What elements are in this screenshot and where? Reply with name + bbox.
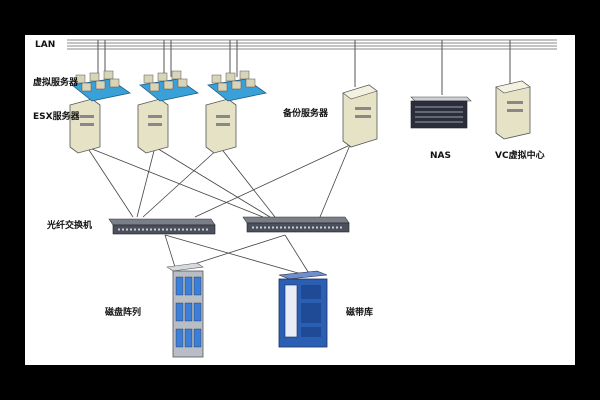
nas-label: NAS xyxy=(430,151,451,161)
tape-library-label: 磁带库 xyxy=(346,306,373,318)
esx-server-group xyxy=(69,70,131,154)
vc-center-label: VC虚拟中心 xyxy=(495,149,545,161)
esx-server-group xyxy=(137,70,199,154)
vm-server-label: 虚拟服务器 xyxy=(33,76,79,88)
vc-center-server xyxy=(495,80,531,140)
disk-array xyxy=(166,262,204,358)
diagram-svg: LAN 虚拟服务器 ESX服务器 备份服务器 xyxy=(33,39,557,358)
lan-label: LAN xyxy=(35,40,55,50)
disk-slot xyxy=(184,328,193,348)
fiber-switch-label: 光纤交换机 xyxy=(46,219,92,231)
fiber-switch-1 xyxy=(108,218,216,235)
fiber-switch-2 xyxy=(242,216,350,233)
disk-slot xyxy=(175,276,184,296)
disk-array-label: 磁盘阵列 xyxy=(105,306,141,318)
disk-slot xyxy=(184,276,193,296)
esx-server-label: ESX服务器 xyxy=(33,110,81,122)
disk-slot xyxy=(184,302,193,322)
disk-slot xyxy=(175,302,184,322)
lan-bus xyxy=(67,39,557,50)
disk-slot xyxy=(175,328,184,348)
tape-library xyxy=(278,270,328,348)
backup-server xyxy=(342,84,378,148)
disk-slot xyxy=(193,302,202,322)
disk-slot xyxy=(193,328,202,348)
esx-server-group xyxy=(205,70,267,154)
lan-drops xyxy=(97,40,511,95)
disk-slot xyxy=(193,276,202,296)
network-diagram: LAN 虚拟服务器 ESX服务器 备份服务器 xyxy=(25,35,575,365)
fiber-links xyxy=(86,144,351,276)
nas-device xyxy=(410,96,472,129)
backup-server-label: 备份服务器 xyxy=(282,107,329,119)
